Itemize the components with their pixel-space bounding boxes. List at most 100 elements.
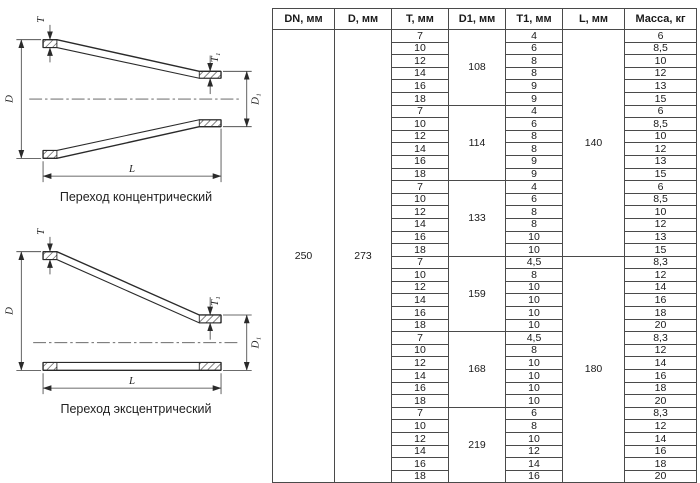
mass-value: 13 — [624, 154, 697, 169]
dimension-labels: T D T₁ D₁ L — [3, 16, 261, 175]
dimension-lines — [16, 236, 252, 395]
mass-value: 12 — [624, 142, 697, 156]
d1-value: 168 — [448, 331, 506, 408]
t-value: 16 — [391, 154, 449, 169]
mass-value: 8,3 — [624, 331, 697, 345]
column-header: T1, мм — [505, 8, 563, 30]
t-value: 18 — [391, 243, 449, 257]
t1-value: 4 — [505, 104, 563, 119]
column-header: L, мм — [562, 8, 625, 30]
dn-value: 250 — [272, 28, 335, 483]
dim-label-d1: D₁ — [250, 93, 262, 106]
t1-value: 10 — [505, 306, 563, 320]
concentric-reducer-diagram: T D T₁ D₁ L — [3, 16, 262, 183]
concentric-figure: T D T₁ D₁ L Переход концентрический — [0, 12, 272, 204]
t1-value: 8 — [505, 142, 563, 156]
t-value: 12 — [391, 205, 449, 219]
mass-value: 20 — [624, 318, 697, 333]
mass-value: 10 — [624, 54, 697, 68]
t1-value: 4 — [505, 180, 563, 194]
mass-value: 8,5 — [624, 117, 697, 131]
t1-value: 10 — [505, 394, 563, 408]
dimension-labels: T D T₁ D₁ L — [3, 228, 261, 387]
t-value: 10 — [391, 268, 449, 282]
t-value: 18 — [391, 469, 449, 483]
mass-value: 6 — [624, 180, 697, 194]
t-value: 7 — [391, 180, 449, 194]
mass-value: 18 — [624, 457, 697, 471]
mass-value: 15 — [624, 167, 697, 182]
drawings-panel: T D T₁ D₁ L Переход концентрический — [0, 0, 272, 483]
mass-value: 15 — [624, 243, 697, 257]
t-value: 10 — [391, 117, 449, 131]
t1-value: 10 — [505, 369, 563, 383]
eccentric-caption: Переход эксцентрический — [60, 402, 212, 416]
t1-value: 14 — [505, 457, 563, 471]
t-value: 14 — [391, 444, 449, 459]
t1-value: 6 — [505, 41, 563, 56]
t1-value: 8 — [505, 217, 563, 232]
mass-value: 20 — [624, 394, 697, 408]
mass-value: 10 — [624, 129, 697, 144]
column-header: DN, мм — [272, 8, 335, 30]
t1-value: 8 — [505, 205, 563, 219]
dim-label-d: D — [3, 307, 15, 316]
dim-label-t1: T₁ — [209, 52, 221, 62]
t-value: 10 — [391, 192, 449, 207]
mass-value: 10 — [624, 205, 697, 219]
t-value: 10 — [391, 419, 449, 433]
t1-value: 9 — [505, 167, 563, 182]
l-value: 140 — [562, 29, 625, 257]
dim-label-l: L — [128, 375, 135, 387]
t1-value: 8 — [505, 268, 563, 282]
t1-value: 8 — [505, 343, 563, 358]
t-value: 7 — [391, 406, 449, 421]
mass-value: 13 — [624, 79, 697, 93]
t1-value: 10 — [505, 293, 563, 308]
mass-value: 12 — [624, 419, 697, 433]
t-value: 12 — [391, 129, 449, 144]
mass-value: 18 — [624, 381, 697, 396]
mass-value: 12 — [624, 66, 697, 81]
t1-value: 10 — [505, 356, 563, 371]
t1-value: 12 — [505, 444, 563, 459]
t1-value: 9 — [505, 91, 563, 106]
t-value: 16 — [391, 457, 449, 471]
eccentric-reducer-diagram: T D T₁ D₁ L — [3, 228, 262, 395]
t1-value: 10 — [505, 318, 563, 333]
mass-value: 14 — [624, 280, 697, 295]
t1-value: 10 — [505, 280, 563, 295]
reducer-outline — [42, 250, 222, 372]
l-value: 180 — [562, 255, 625, 483]
t-value: 18 — [391, 91, 449, 106]
d1-value: 114 — [448, 104, 506, 182]
table-row: 12 8 10 — [273, 205, 697, 219]
mass-value: 14 — [624, 432, 697, 446]
t-value: 14 — [391, 142, 449, 156]
mass-value: 8,3 — [624, 255, 697, 270]
t1-value: 4,5 — [505, 255, 563, 270]
dim-label-l: L — [128, 163, 135, 175]
t-value: 7 — [391, 255, 449, 270]
